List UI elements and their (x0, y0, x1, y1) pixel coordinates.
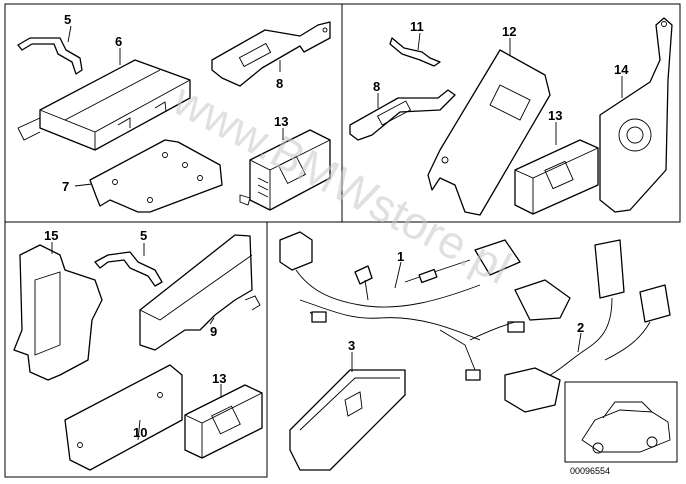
part-1-wiring-harness (279, 231, 571, 381)
callout-5-bottom: 5 (140, 228, 147, 243)
callout-13-b: 13 (548, 108, 562, 123)
panel-top-right (341, 3, 681, 223)
part-14-mounting-plate (599, 17, 673, 213)
callout-13-a: 13 (274, 114, 288, 129)
callout-2: 2 (577, 320, 584, 335)
callout-14: 14 (614, 62, 629, 77)
part-11-clip (389, 37, 441, 67)
part-5-bracket-bottom (94, 251, 163, 287)
part-9-bracket (139, 234, 261, 351)
part-8-bracket-top-left (211, 21, 331, 87)
callout-8-top-left: 8 (276, 76, 283, 91)
callout-11: 11 (410, 19, 424, 34)
part-13-module-c (184, 384, 263, 459)
part-13-module-b (514, 139, 599, 215)
callout-10: 10 (133, 425, 147, 440)
callout-5-top: 5 (64, 12, 71, 27)
car-outline-icon (564, 381, 678, 463)
part-8-bracket-top-right (349, 89, 456, 141)
panel-bottom-left (4, 221, 268, 478)
callout-6: 6 (115, 34, 122, 49)
part-2-wiring-harness (504, 239, 671, 413)
callout-15: 15 (44, 228, 58, 243)
connector-small-a (311, 311, 327, 323)
part-5-bracket-top (17, 37, 83, 75)
part-15-tray (13, 244, 103, 381)
callout-12: 12 (502, 24, 516, 39)
reference-number: 00096554 (570, 466, 610, 476)
callout-3: 3 (348, 338, 355, 353)
callout-1: 1 (397, 249, 404, 264)
callout-9: 9 (210, 324, 217, 339)
part-3-control-unit (289, 369, 406, 471)
callout-13-c: 13 (212, 371, 226, 386)
part-13-module-a (239, 129, 331, 211)
callout-7: 7 (62, 179, 69, 194)
part-10-plate (64, 364, 183, 471)
part-7-plate (89, 139, 223, 213)
part-12-bracket (427, 49, 551, 216)
callout-8-top-right: 8 (373, 79, 380, 94)
part-6-housing (17, 59, 191, 151)
callout-group: 5 6 8 7 13 11 12 8 13 14 15 5 9 10 13 1 (44, 12, 629, 441)
